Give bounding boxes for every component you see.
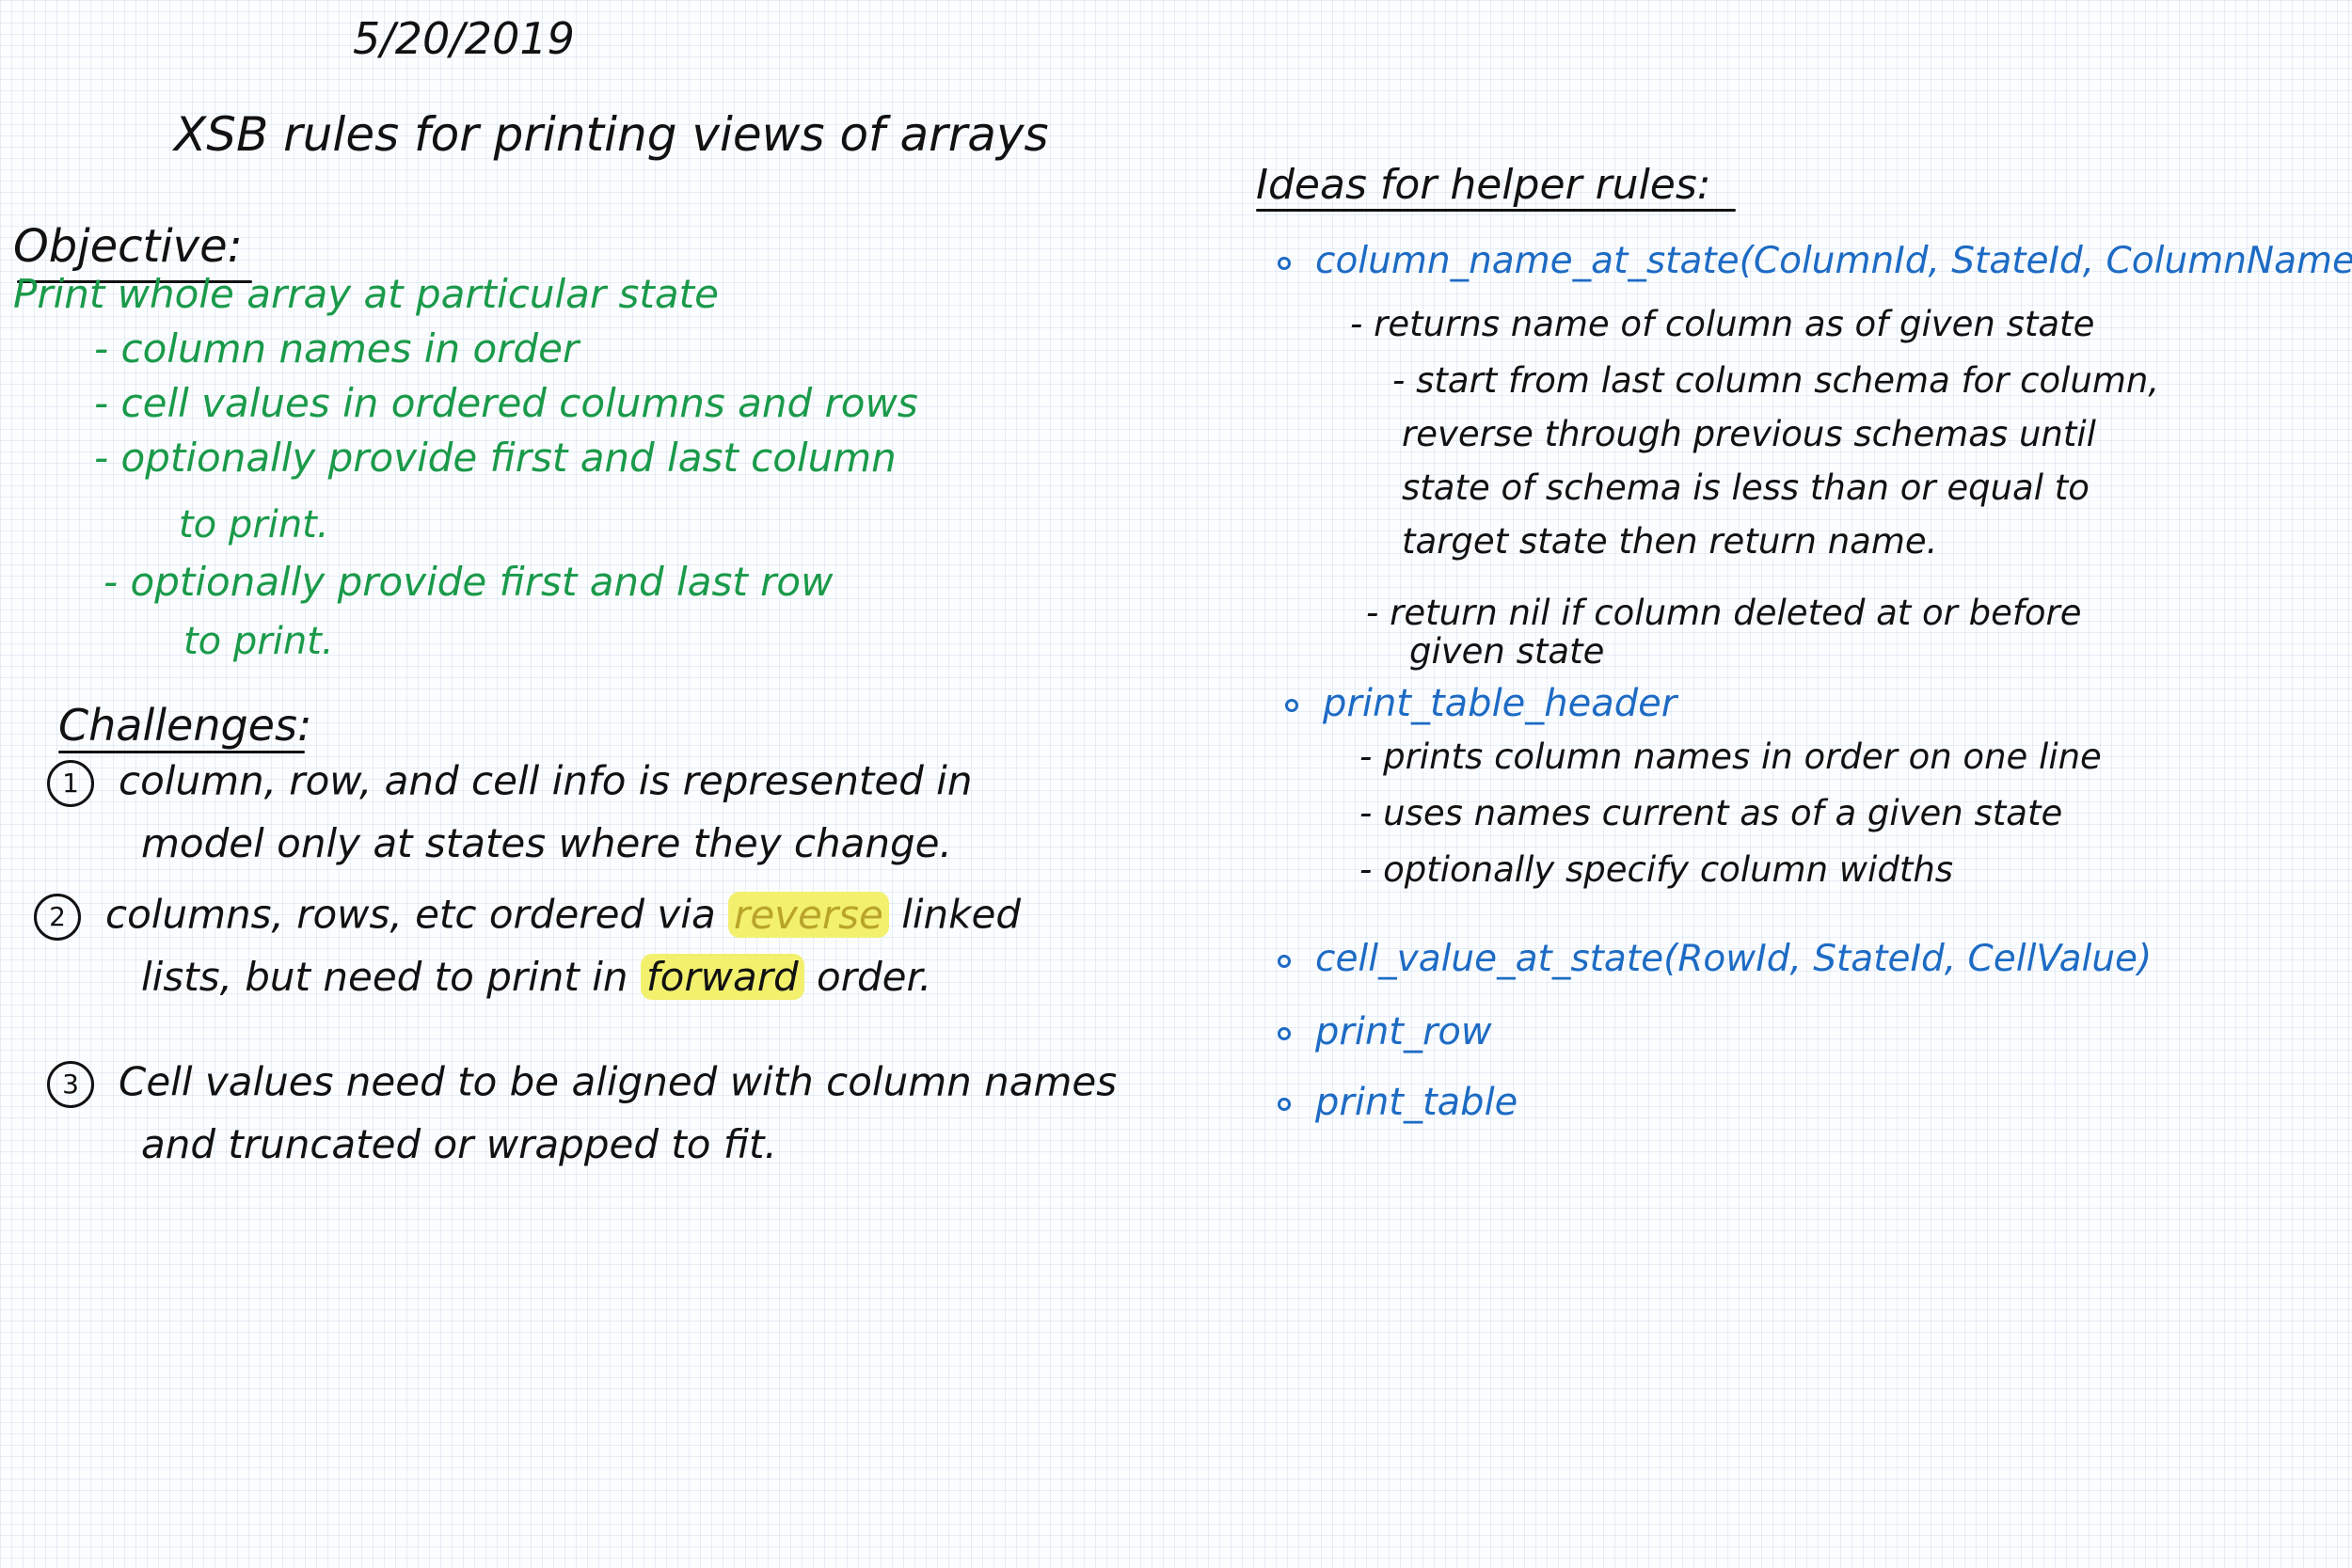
rule-note: reverse through previous schemas until <box>1402 414 2096 454</box>
rule-signature: print_table_header <box>1323 682 1677 725</box>
rule-item: print_table_header <box>1285 685 1677 722</box>
rule-note: state of schema is less than or equal to <box>1402 467 2090 508</box>
challenge-number-badge: 3 <box>47 1061 94 1108</box>
objective-line: - cell values in ordered columns and row… <box>94 380 918 426</box>
objective-line: - optionally provide first and last row <box>103 559 834 605</box>
rule-signature: print_row <box>1315 1010 1492 1053</box>
objective-underline <box>17 280 252 283</box>
highlighted-word-forward: forward <box>640 954 804 1000</box>
objective-line: Print whole array at particular state <box>13 271 719 317</box>
rule-item: print_table <box>1278 1084 1518 1121</box>
bullet-icon <box>1278 954 1291 968</box>
bullet-icon <box>1278 256 1291 270</box>
note-title: XSB rules for printing views of arrays <box>174 107 1049 162</box>
rule-note: given state <box>1409 631 1605 672</box>
objective-line: - column names in order <box>94 325 580 372</box>
challenge-text: model only at states where they change. <box>141 820 952 866</box>
challenges-underline <box>58 751 305 753</box>
challenge-text: and truncated or wrapped to fit. <box>141 1121 777 1167</box>
rule-signature: print_table <box>1315 1081 1518 1124</box>
challenge-item-1: 1 column, row, and cell info is represent… <box>47 760 972 807</box>
ideas-underline <box>1256 209 1736 212</box>
objective-line: to print. <box>179 503 329 546</box>
challenges-heading: Challenges: <box>58 700 312 751</box>
challenge-text: linked <box>888 891 1021 938</box>
challenge-text: Cell values need to be aligned with colu… <box>119 1058 1118 1105</box>
bullet-icon <box>1278 1098 1291 1111</box>
challenge-text: order. <box>803 954 932 1000</box>
rule-signature: cell_value_at_state(RowId, StateId, Cell… <box>1315 938 2153 980</box>
challenge-number-badge: 1 <box>47 760 94 807</box>
highlighted-word-reverse: reverse <box>728 891 889 938</box>
challenge-item-3: 3 Cell values need to be aligned with col… <box>47 1061 1117 1108</box>
objective-heading: Objective: <box>13 220 243 273</box>
ideas-heading: Ideas for helper rules: <box>1256 161 1711 209</box>
rule-item: cell_value_at_state(RowId, StateId, Cell… <box>1278 941 2152 977</box>
rule-note: - returns name of column as of given sta… <box>1350 304 2095 344</box>
challenge-text: column, row, and cell info is represente… <box>119 757 973 804</box>
rule-note: - start from last column schema for colu… <box>1392 360 2160 401</box>
objective-line: to print. <box>183 620 334 663</box>
rule-note: - prints column names in order on one li… <box>1359 736 2102 777</box>
bullet-icon <box>1278 1027 1291 1040</box>
challenge-text-line: lists, but need to print in forward orde… <box>141 954 931 1000</box>
rule-signature: column_name_at_state(ColumnId, StateId, … <box>1315 240 2352 282</box>
rule-item: column_name_at_state(ColumnId, StateId, … <box>1278 243 2352 279</box>
objective-line: - optionally provide first and last colu… <box>94 435 897 481</box>
challenge-text: columns, rows, etc ordered via <box>105 891 729 938</box>
rule-item: print_row <box>1278 1013 1492 1051</box>
rule-note: target state then return name. <box>1402 521 1938 562</box>
bullet-icon <box>1285 699 1298 712</box>
rule-note: - uses names current as of a given state <box>1359 793 2063 833</box>
challenge-number-badge: 2 <box>34 894 81 941</box>
challenge-text: lists, but need to print in <box>141 954 641 1000</box>
rule-note: - return nil if column deleted at or bef… <box>1366 593 2082 633</box>
note-date: 5/20/2019 <box>353 13 575 64</box>
rule-note: - optionally specify column widths <box>1359 849 1954 890</box>
